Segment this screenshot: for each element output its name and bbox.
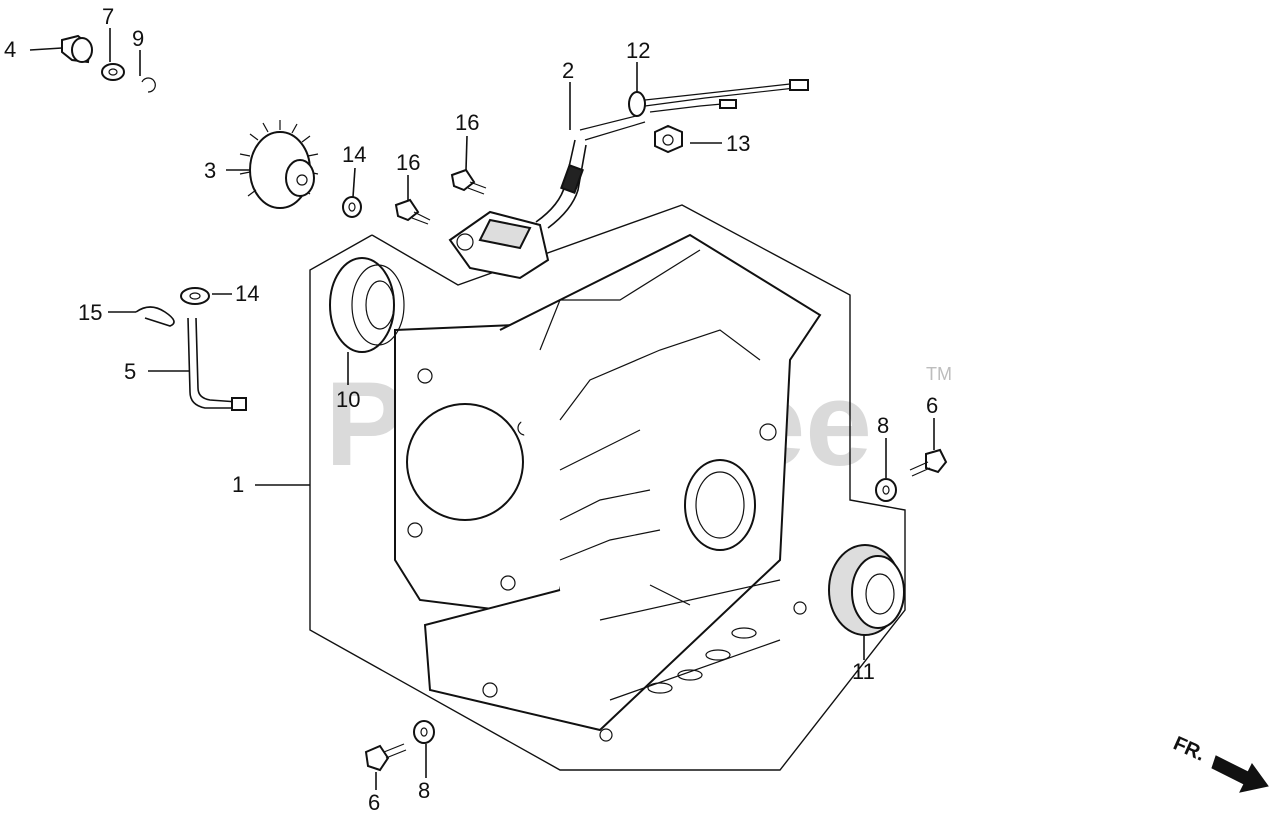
callout-14-upper: 14 <box>342 142 366 167</box>
washer-8-bottom <box>413 720 435 744</box>
callout-3: 3 <box>204 158 216 183</box>
governor-rod <box>187 317 247 411</box>
watermark-trademark: TM <box>926 364 952 384</box>
callout-9: 9 <box>132 26 144 51</box>
callout-12: 12 <box>626 38 650 63</box>
callout-5: 5 <box>124 359 136 384</box>
crankcase-block <box>394 233 822 742</box>
callout-11: 11 <box>852 659 875 684</box>
callout-1: 1 <box>232 472 244 497</box>
washer-14-lower <box>180 287 210 305</box>
callout-8-bottom: 8 <box>418 778 430 803</box>
governor-gear <box>239 120 319 209</box>
bolt-6-bottom <box>364 743 407 772</box>
bearing <box>329 257 405 353</box>
leader-lines <box>29 28 935 790</box>
callout-2: 2 <box>562 58 574 83</box>
front-direction-marker: FR. <box>1170 732 1269 793</box>
callout-16-left: 16 <box>396 150 420 175</box>
oil-level-switch <box>448 114 646 280</box>
callout-14-lower: 14 <box>235 281 259 306</box>
switch-wires <box>644 79 809 113</box>
oil-seal <box>828 544 905 636</box>
washer-14-upper <box>342 196 362 218</box>
callout-13: 13 <box>726 131 750 156</box>
callout-6-bottom: 6 <box>368 790 380 815</box>
washer-7 <box>101 63 125 81</box>
callout-7: 7 <box>102 4 114 29</box>
bolt-6-right <box>909 448 948 477</box>
callouts: 4 7 9 3 14 16 16 2 12 13 15 14 5 10 1 8 … <box>4 4 938 815</box>
pin-bolt <box>61 34 93 64</box>
grommet <box>628 91 646 117</box>
callout-15: 15 <box>78 300 102 325</box>
washer-8-right <box>875 478 897 502</box>
front-arrow-icon <box>1211 755 1269 793</box>
bolt-16-right <box>450 168 487 195</box>
callout-4: 4 <box>4 37 16 62</box>
nut-13 <box>654 124 683 154</box>
callout-6-right: 6 <box>926 393 938 418</box>
callout-16-right: 16 <box>455 110 479 135</box>
front-label: FR. <box>1170 732 1208 765</box>
callout-10: 10 <box>336 387 360 412</box>
callout-8-right: 8 <box>877 413 889 438</box>
assembly-outline <box>309 204 906 771</box>
clip-15 <box>135 306 175 327</box>
clip-9 <box>141 77 156 93</box>
bolt-16-left <box>394 198 431 225</box>
